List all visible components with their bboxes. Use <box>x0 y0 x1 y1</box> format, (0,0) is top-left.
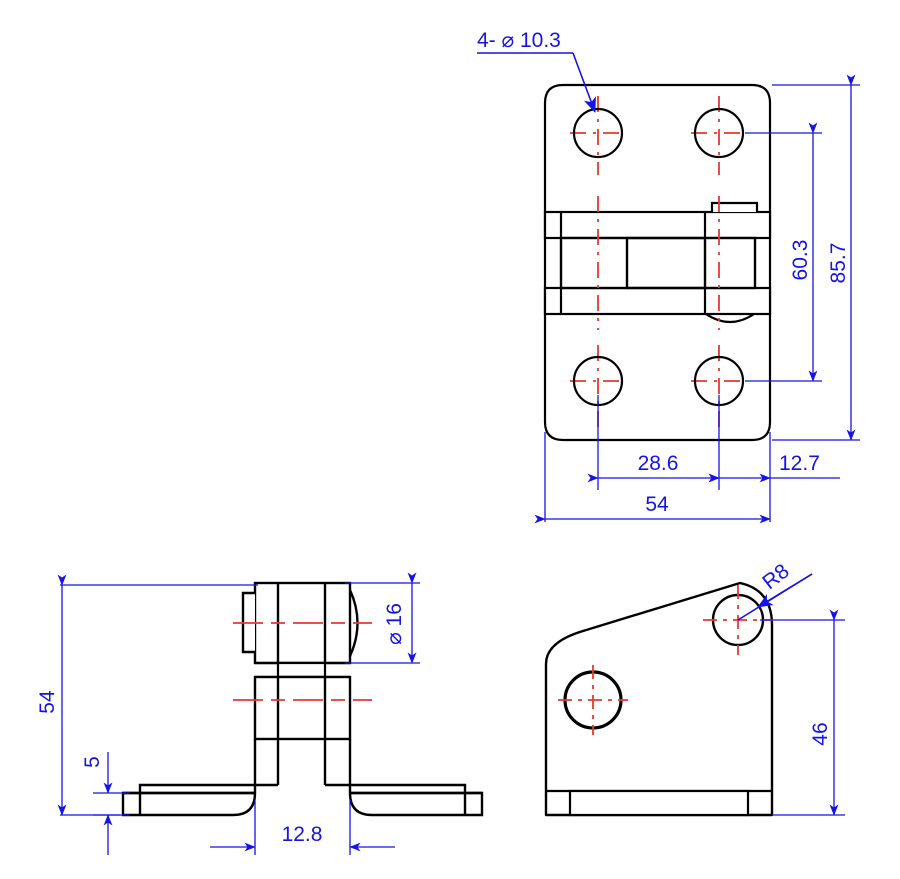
side-view-centerlines <box>558 585 773 735</box>
top-view-lower-knuckle <box>253 675 352 741</box>
top-view-leaf-gap <box>255 661 350 679</box>
side-view-holes <box>563 593 765 730</box>
top-view: 54 5 ⌀ 16 12.8 <box>36 572 484 855</box>
dim-side-height <box>760 609 845 816</box>
top-view-left-arm <box>121 783 278 817</box>
side-view-profile-outline <box>544 581 774 817</box>
hole-top-left <box>572 107 624 159</box>
dim-edge-offset-text: 12.7 <box>779 452 820 475</box>
top-view-right-arm <box>325 783 484 817</box>
front-view-centerlines <box>570 96 747 430</box>
dim-knuckle-width-text: 12.8 <box>282 823 323 846</box>
hole-callout-leader <box>477 52 596 113</box>
front-view: 4- ⌀ 10.3 85.7 60.3 28.6 <box>477 29 860 524</box>
dim-flange-thickness-text: 5 <box>81 756 104 768</box>
hole-top-right <box>693 107 745 159</box>
radius-callout-leader <box>737 573 813 621</box>
dim-depth-overall <box>57 574 258 816</box>
front-view-knuckle-assembly <box>543 201 772 324</box>
top-view-centerlines <box>233 622 372 701</box>
side-view-base-strip <box>546 789 772 817</box>
hole-callout-text: 4- ⌀ 10.3 <box>477 29 561 52</box>
dim-side-height-text: 46 <box>809 722 832 745</box>
dim-pin-diameter <box>345 572 420 664</box>
side-view: R8 46 <box>544 560 845 817</box>
dim-flange-thickness <box>93 752 130 855</box>
dim-hole-spacing-horizontal-text: 28.6 <box>638 452 679 475</box>
front-view-plate-outline <box>543 83 772 442</box>
dim-knuckle-width <box>210 800 395 855</box>
dim-depth-overall-text: 54 <box>36 690 59 714</box>
dim-hole-spacing-vertical-text: 60.3 <box>789 240 812 281</box>
dim-pin-diameter-text: ⌀ 16 <box>383 603 406 645</box>
dim-height-overall-text: 85.7 <box>827 243 850 284</box>
dim-height-overall <box>772 74 860 441</box>
dim-width-overall-text: 54 <box>645 493 669 516</box>
dim-hole-spacing-vertical <box>745 122 822 382</box>
